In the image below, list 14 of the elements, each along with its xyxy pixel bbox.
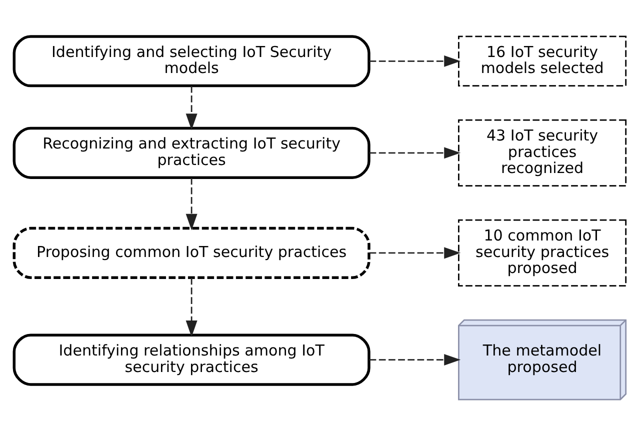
node-box: Identifying relationships among IoT security practices <box>12 334 370 386</box>
node-box: 43 IoT security practices recognized <box>458 119 627 186</box>
node-box: Identifying and selecting IoT Security models <box>12 35 370 88</box>
arrow <box>186 86 198 130</box>
node-box: 16 IoT security models selected <box>458 36 627 86</box>
node-box: Proposing common IoT security practices <box>12 226 370 279</box>
arrow <box>369 354 461 366</box>
arrow <box>369 147 461 159</box>
node-box: 10 common IoT security practices proposed <box>458 219 627 286</box>
node-box: Recognizing and extracting IoT security practices <box>12 126 370 179</box>
arrow <box>186 178 198 230</box>
arrow <box>369 55 461 67</box>
arrow <box>186 278 198 337</box>
arrow <box>369 247 461 259</box>
